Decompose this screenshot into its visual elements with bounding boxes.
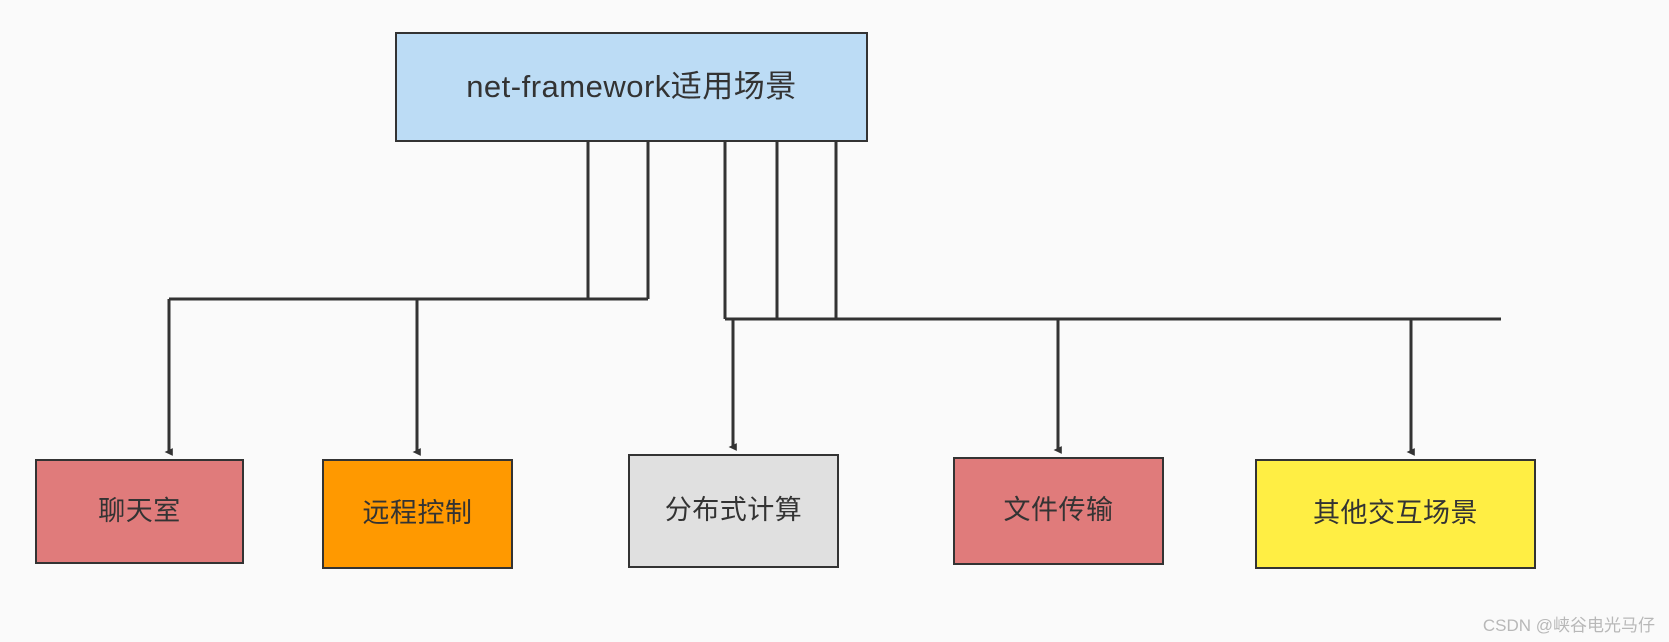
node-root[interactable]: net-framework适用场景	[395, 32, 868, 142]
node-leaf-distributed-computing[interactable]: 分布式计算	[628, 454, 839, 568]
node-leaf-remote-control[interactable]: 远程控制	[322, 459, 513, 569]
node-leaf-other-scenarios[interactable]: 其他交互场景	[1255, 459, 1536, 569]
node-leaf-file-transfer[interactable]: 文件传输	[953, 457, 1164, 565]
node-leaf-chatroom[interactable]: 聊天室	[35, 459, 244, 564]
watermark-text: CSDN @峡谷电光马仔	[1482, 616, 1655, 635]
